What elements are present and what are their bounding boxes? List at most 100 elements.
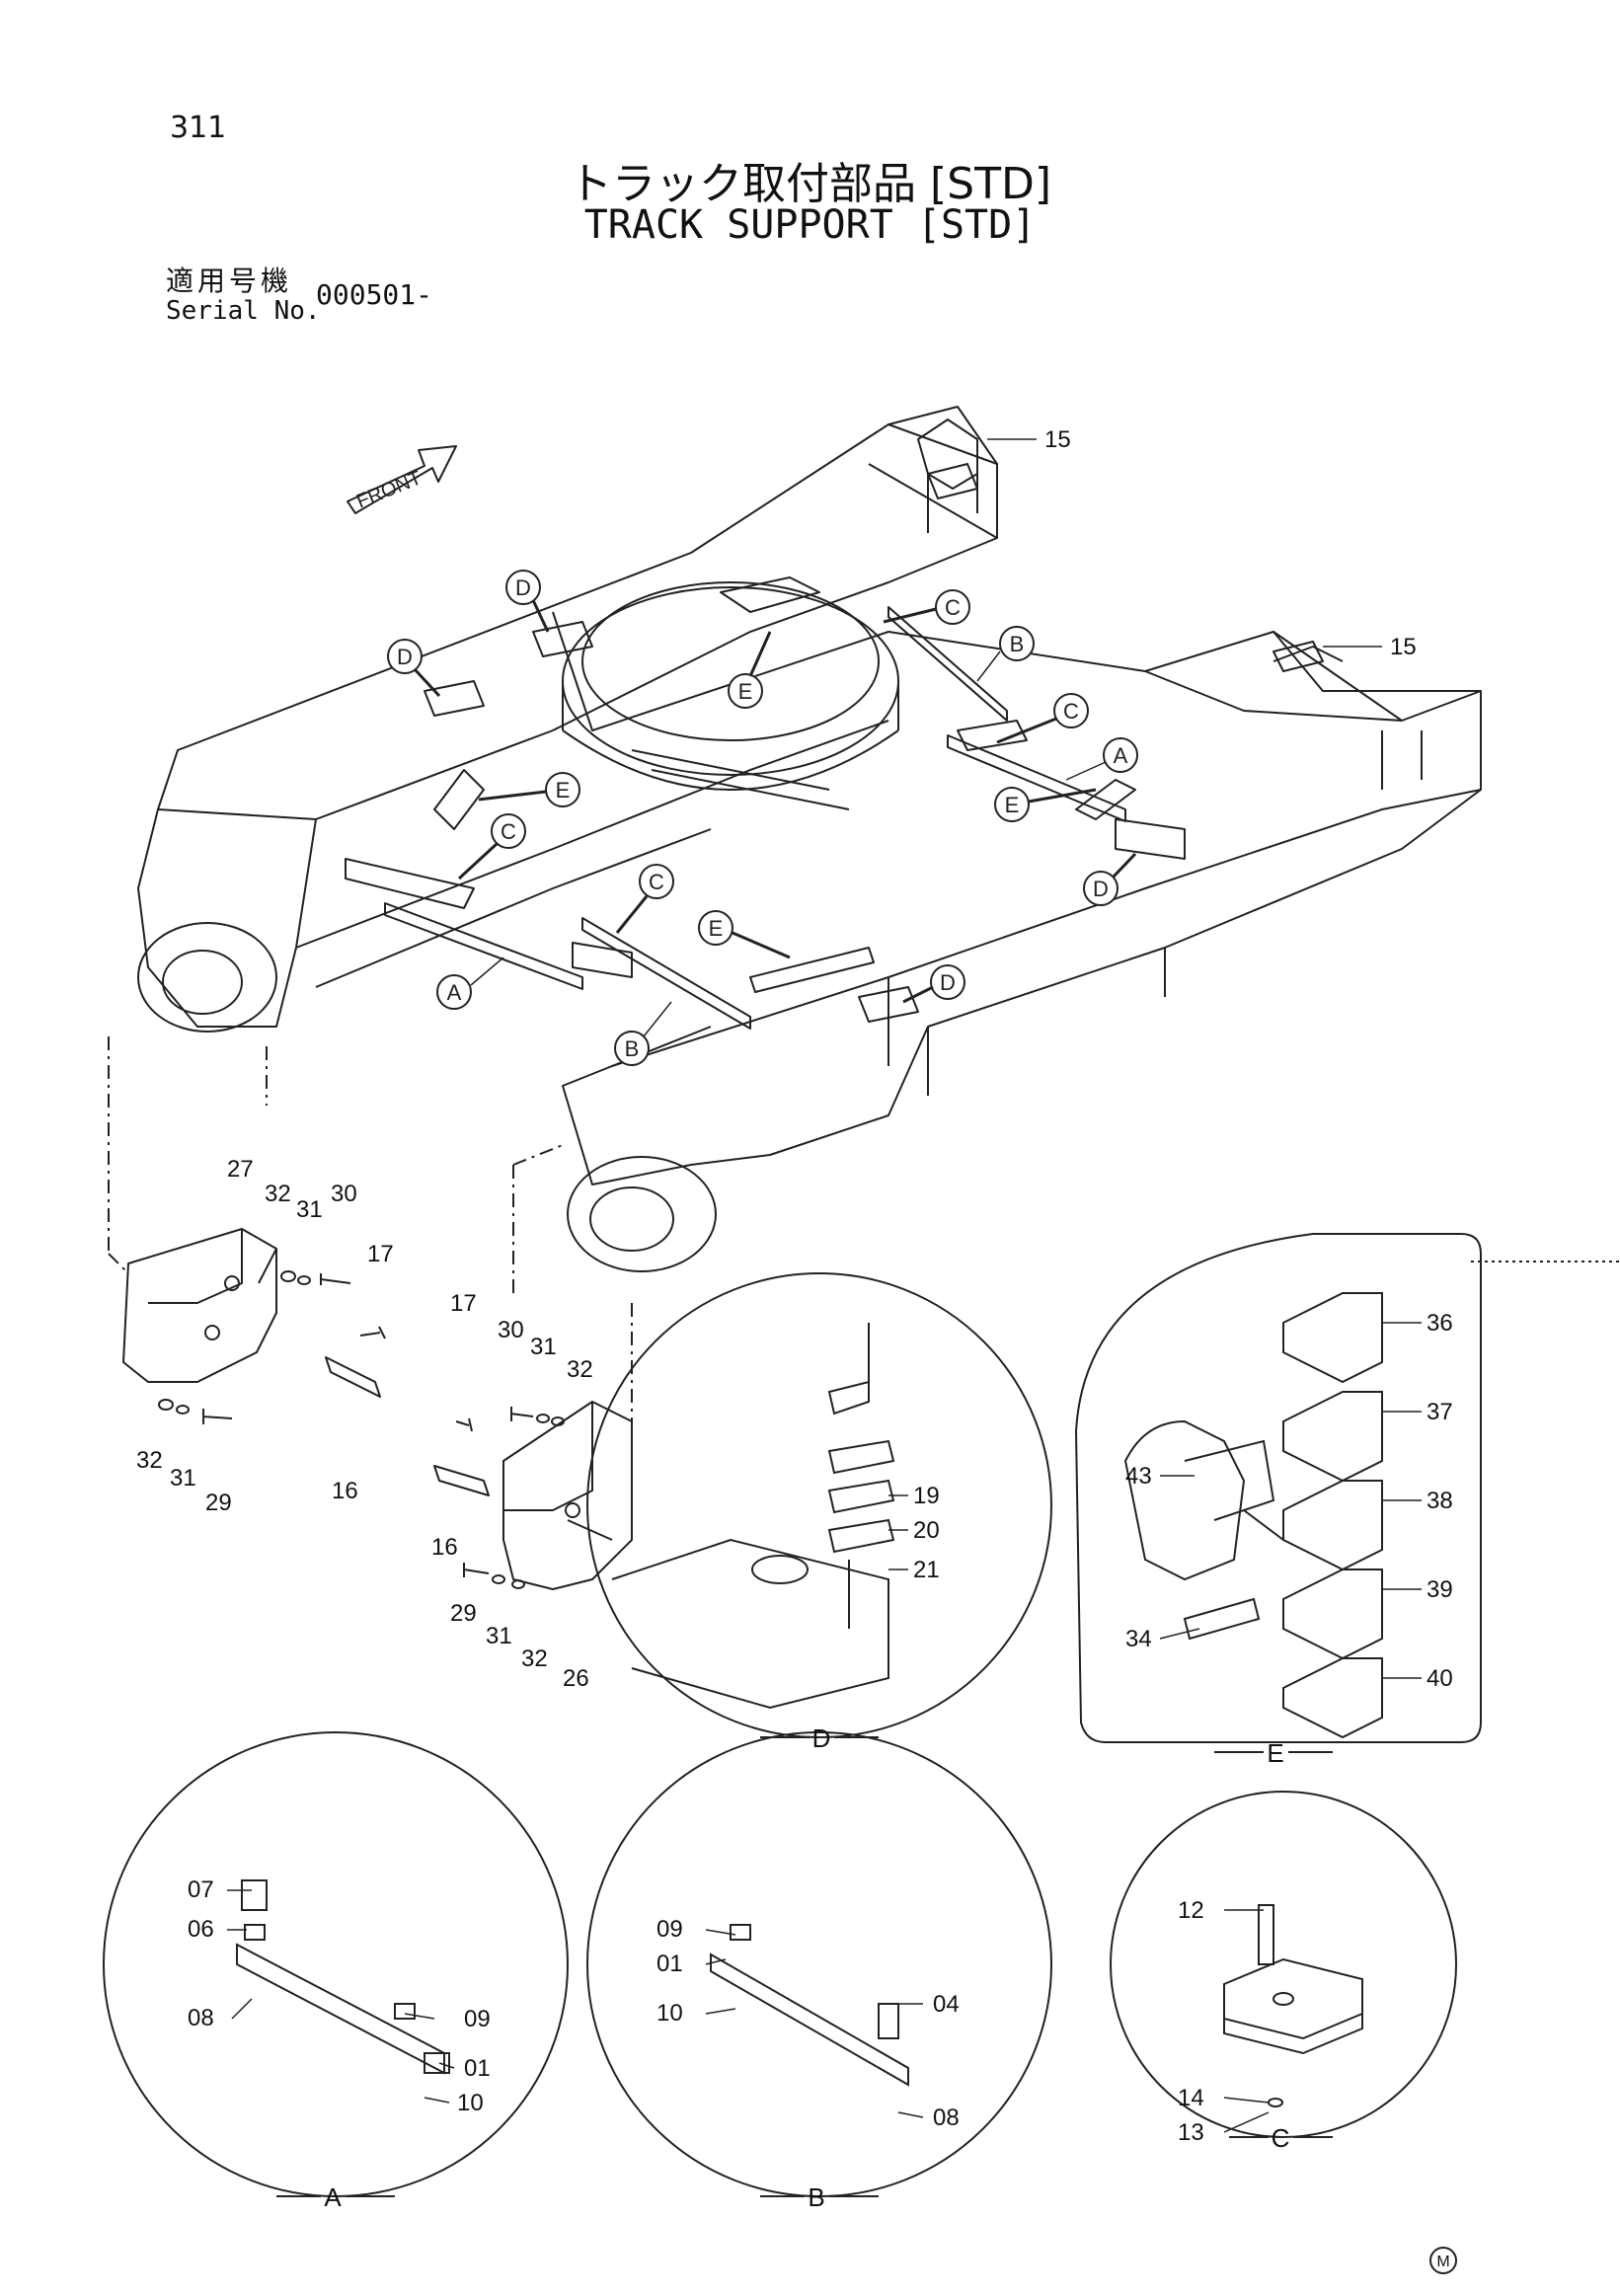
idler-end-right [567, 1156, 717, 1272]
detail-a [103, 1731, 569, 2197]
part-38: 38 [1427, 1488, 1453, 1514]
part-17-a: 17 [367, 1241, 394, 1267]
detail-label-e: E [1267, 1738, 1283, 1768]
part-26: 26 [563, 1665, 589, 1692]
track-guide-bars [345, 576, 1186, 1030]
callout-c4: C [615, 864, 674, 934]
part-31-b: 31 [170, 1465, 196, 1492]
part-20: 20 [913, 1517, 940, 1544]
detail-a-part-01: 01 [464, 2055, 491, 2082]
part-40: 40 [1427, 1665, 1453, 1692]
part-39: 39 [1427, 1576, 1453, 1603]
detail-b-part-10: 10 [656, 2000, 683, 2027]
angle-brackets-36-40 [1282, 1292, 1383, 1739]
svg-text:E: E [556, 778, 571, 803]
svg-text:B: B [1010, 632, 1025, 656]
svg-text:C: C [945, 595, 961, 620]
part-30-a: 30 [331, 1181, 357, 1207]
callout-a2: A [436, 957, 504, 1010]
part-15-right: 15 [1390, 634, 1417, 660]
callout-bubbles: D D D D E E E E C C C C B B A A [387, 570, 1138, 1066]
part-29-a: 29 [205, 1490, 232, 1516]
part-16-a: 16 [332, 1478, 358, 1504]
part-21: 21 [913, 1557, 940, 1583]
detail-a-part-07: 07 [188, 1876, 214, 1903]
part-17-b: 17 [450, 1290, 477, 1317]
bracket-27 [122, 1228, 277, 1383]
svg-text:E: E [709, 916, 724, 941]
part-27: 27 [227, 1156, 254, 1183]
callout-e1: E [728, 631, 772, 709]
svg-text:E: E [738, 679, 753, 704]
detail-labels: D E A B C [276, 1723, 1333, 2212]
detail-a-part-08: 08 [188, 2005, 214, 2031]
detail-label-b: B [808, 2182, 824, 2212]
svg-text:C: C [501, 819, 516, 844]
callout-e2: E [478, 772, 580, 807]
callout-d1: D [505, 570, 550, 633]
part-number-labels: 15 15 27 32 31 30 17 32 31 29 16 17 30 3… [136, 426, 1453, 2146]
detail-c-part-14: 14 [1178, 2085, 1204, 2111]
bracket-26 [502, 1401, 633, 1590]
svg-text:D: D [940, 970, 956, 995]
part-15-top: 15 [1044, 426, 1071, 453]
callout-e3: E [698, 910, 791, 959]
part-29-b: 29 [450, 1600, 477, 1627]
part-32-c: 32 [567, 1356, 593, 1383]
svg-text:A: A [1114, 743, 1128, 768]
detail-b-part-04: 04 [933, 1991, 960, 2018]
svg-text:C: C [1063, 699, 1079, 724]
part-32-b: 32 [136, 1447, 163, 1474]
svg-text:D: D [515, 575, 531, 600]
detail-e [1074, 1233, 1482, 1743]
callout-b1: B [976, 626, 1035, 682]
svg-text:C: C [649, 870, 664, 894]
svg-text:A: A [447, 980, 462, 1005]
callout-b2: B [614, 1001, 672, 1066]
serial-value: 000501- [316, 278, 433, 311]
front-arrow-icon: FRONT [347, 445, 457, 514]
callout-c2: C [996, 693, 1089, 744]
detail-label-d: D [812, 1723, 831, 1753]
callout-a1: A [1065, 737, 1138, 781]
callout-d3: D [902, 964, 965, 1004]
part-31-a: 31 [296, 1196, 323, 1223]
callout-d4: D [1083, 852, 1137, 906]
part-leaders [227, 438, 1422, 2133]
leader-lines [108, 1036, 1620, 1481]
callout-c1: C [883, 589, 970, 625]
serial-label-japanese: 適用号機 [166, 265, 293, 297]
front-label: FRONT [353, 467, 424, 512]
part-32-a: 32 [265, 1181, 291, 1207]
part-30-b: 30 [498, 1317, 524, 1343]
callout-c3: C [457, 813, 526, 880]
detail-d [586, 1272, 1052, 1738]
idler-end-left [137, 922, 277, 1033]
track-frame-outline [137, 406, 1482, 1186]
part-31-c: 31 [530, 1334, 557, 1360]
part-43: 43 [1125, 1463, 1152, 1490]
part-37: 37 [1427, 1399, 1453, 1425]
part-32-d: 32 [521, 1645, 548, 1672]
part-34: 34 [1125, 1626, 1152, 1652]
detail-b [586, 1731, 1052, 2197]
detail-a-part-06: 06 [188, 1916, 214, 1943]
serial-label-english: Serial No. [166, 296, 321, 326]
part-16-b: 16 [431, 1534, 458, 1561]
svg-text:D: D [397, 645, 413, 669]
svg-text:E: E [1005, 793, 1020, 817]
svg-text:B: B [625, 1036, 640, 1061]
detail-label-c: C [1272, 2123, 1290, 2153]
title-english: TRACK SUPPORT [STD] [583, 202, 1037, 248]
part-36: 36 [1427, 1310, 1453, 1337]
detail-b-part-09: 09 [656, 1916, 683, 1943]
track-guide-15 [917, 419, 1344, 662]
detail-a-part-10: 10 [457, 2090, 484, 2116]
title-japanese: トラック取付部品 [STD] [568, 159, 1051, 209]
detail-b-part-01: 01 [656, 1951, 683, 1977]
callout-e4: E [994, 787, 1097, 822]
detail-c-part-13: 13 [1178, 2119, 1204, 2146]
swing-ring-outline [562, 581, 899, 810]
callout-d2: D [387, 639, 441, 698]
svg-text:M: M [1436, 2254, 1449, 2270]
